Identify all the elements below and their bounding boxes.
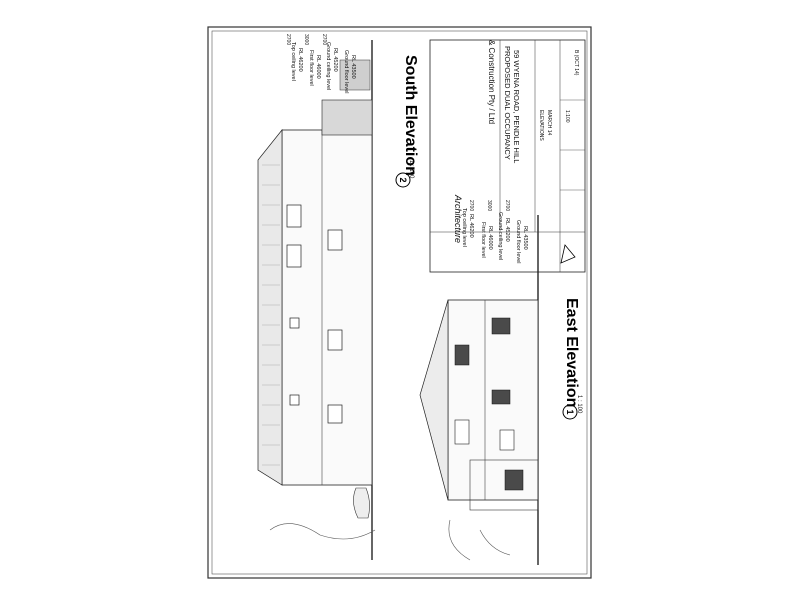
sheet-outer-border bbox=[207, 26, 592, 579]
south-dimension-0: 2700 bbox=[285, 34, 291, 45]
logo-mark bbox=[560, 244, 576, 264]
east-dimension-2: 2700 bbox=[504, 200, 510, 211]
sheet-inner-border bbox=[211, 30, 588, 575]
east-roof bbox=[419, 299, 449, 501]
south-top-ceiling-label: Top ceiling level bbox=[290, 42, 296, 81]
east-tree-outline bbox=[448, 519, 511, 561]
east-top-ceiling-label: Top ceiling level bbox=[461, 208, 467, 247]
east-dimension-0: 2700 bbox=[468, 200, 474, 211]
drawing-scale: 1:100 bbox=[564, 110, 570, 123]
east-ground-floor-rl: RL 43500 bbox=[522, 226, 528, 250]
company-name: & Construction Pty / Ltd bbox=[487, 40, 496, 124]
south-lower-windows bbox=[327, 229, 343, 424]
east-scale: 1 : 100 bbox=[576, 395, 582, 414]
south-dimension-2: 2700 bbox=[321, 34, 327, 45]
south-upper-windows bbox=[286, 204, 302, 406]
south-level-labels: Top ceiling level RL 46200 First floor l… bbox=[290, 42, 356, 93]
south-elevation-drawing bbox=[257, 40, 376, 560]
south-number: 2 bbox=[398, 177, 408, 182]
south-top-ceiling-rl: RL 46200 bbox=[297, 48, 303, 72]
south-first-floor-rl: RL 46000 bbox=[315, 55, 321, 79]
east-ground-ceiling-rl: RL 45200 bbox=[504, 218, 510, 242]
car-outline bbox=[353, 487, 370, 519]
east-number-circle bbox=[562, 404, 578, 420]
south-ground-ceiling-label: Ground ceiling level bbox=[325, 42, 331, 90]
south-ground-floor-label: Ground floor level bbox=[343, 50, 349, 93]
logo-text: Architecture bbox=[453, 194, 463, 243]
east-level-labels: Top ceiling level RL 46200 First floor l… bbox=[461, 208, 528, 263]
title-block: & Construction Pty / Ltd PROPOSED DUAL O… bbox=[429, 39, 586, 273]
drawing-date: MARCH 14 bbox=[546, 110, 552, 136]
south-side-block bbox=[321, 99, 373, 136]
east-first-floor-label: First floor level bbox=[480, 222, 486, 258]
south-scale: 1 : 100 bbox=[408, 160, 414, 179]
east-dimension-1: 3000 bbox=[486, 200, 492, 211]
east-elevation-drawing bbox=[419, 215, 539, 565]
title-block-frame bbox=[429, 39, 586, 273]
east-first-floor-rl: RL 46000 bbox=[487, 226, 493, 250]
drawing-revision: B (OCT 14) bbox=[573, 50, 579, 76]
east-light-windows bbox=[454, 419, 515, 451]
south-number-circle bbox=[395, 172, 411, 188]
south-roof-hatch bbox=[262, 164, 280, 466]
south-first-floor-label: First floor level bbox=[308, 50, 314, 86]
south-roof bbox=[257, 129, 283, 486]
east-side-wing bbox=[469, 459, 539, 511]
south-dimension-1: 3000 bbox=[303, 34, 309, 45]
south-title: South Elevation bbox=[402, 55, 419, 176]
south-stair bbox=[339, 59, 371, 91]
east-dark-windows bbox=[454, 317, 524, 491]
east-ground-floor-label: Ground floor level bbox=[515, 220, 521, 263]
project-name: PROPOSED DUAL OCCUPANCY bbox=[503, 46, 512, 160]
project-address: 59 WYENA ROAD, PENDLE HILL bbox=[512, 50, 521, 163]
east-top-ceiling-rl: RL 46200 bbox=[468, 214, 474, 238]
tree-outline bbox=[269, 523, 376, 540]
drawing-title: ELEVATIONS bbox=[538, 110, 544, 141]
east-ground-ceiling-label: Ground ceiling level bbox=[497, 212, 503, 260]
south-ground-floor-rl: RL 43500 bbox=[350, 55, 356, 79]
east-title: East Elevation bbox=[563, 298, 580, 407]
south-house-body bbox=[281, 129, 373, 486]
east-number: 1 bbox=[565, 409, 575, 414]
south-ground-ceiling-rl: RL 45200 bbox=[332, 48, 338, 72]
